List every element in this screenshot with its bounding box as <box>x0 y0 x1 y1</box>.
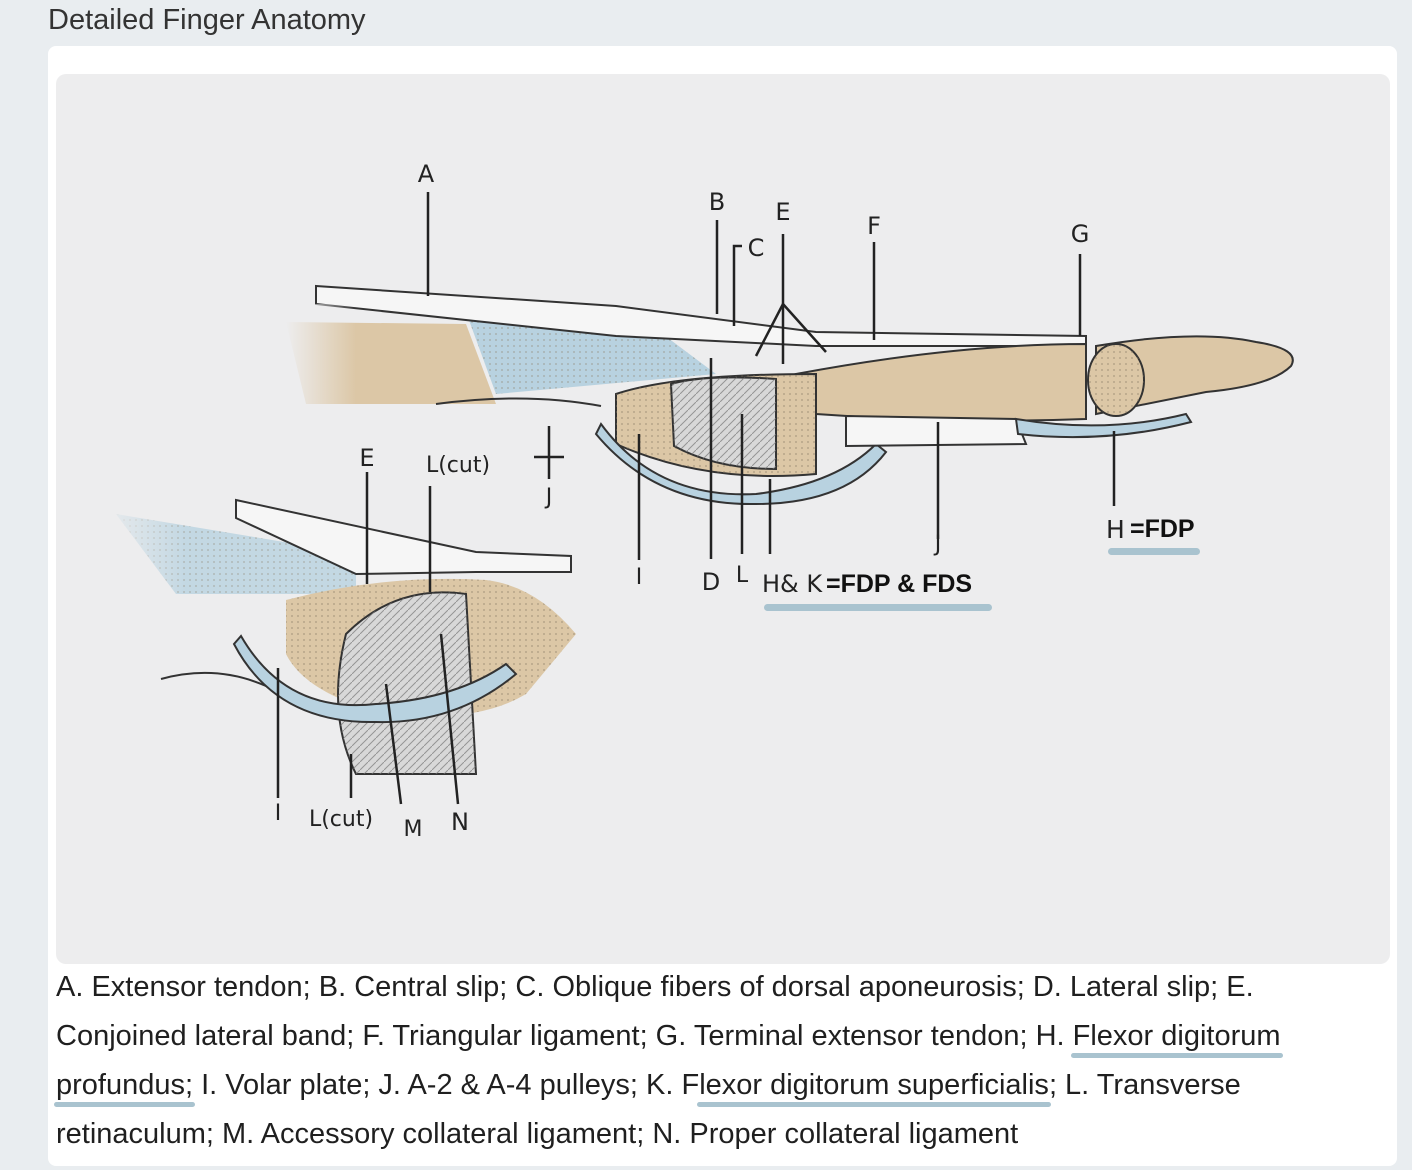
inset-extensor-band <box>235 498 572 576</box>
caption-fdp-part-b: profundus; <box>56 1069 194 1101</box>
inset-finger <box>96 498 576 775</box>
inset-label-m: M <box>404 817 423 842</box>
label-l: L <box>736 563 749 588</box>
label-a: A <box>418 160 435 188</box>
inset-label-l-cut-top: L(cut) <box>426 453 490 478</box>
inset-leader-lines <box>276 472 460 805</box>
page-title: Detailed Finger Anatomy <box>48 4 366 36</box>
inset-label-i: I <box>275 801 282 826</box>
caption-part-2: I. Volar plate; J. A-2 & A-4 pulleys; K.… <box>201 1069 700 1101</box>
label-f: F <box>867 212 881 240</box>
label-h: H <box>1106 515 1125 544</box>
main-finger <box>286 284 1294 506</box>
annotation-underline-fdp-fds <box>764 604 992 611</box>
label-g: G <box>1071 220 1090 248</box>
middle-phalanx <box>794 342 1087 422</box>
label-e: E <box>775 198 790 226</box>
finger-anatomy-diagram: A B C E F G J I D L J H& K =FDP & FDS H … <box>56 74 1390 964</box>
fdp-insertion <box>1014 412 1193 439</box>
caption-fds: lexor digitorum superficialis <box>699 1069 1049 1101</box>
inset-label-n: N <box>451 808 469 836</box>
annotation-fdp: =FDP <box>1130 515 1195 543</box>
label-d: D <box>702 568 720 596</box>
diagram-svg: A B C E F G J I D L J H& K =FDP & FDS H … <box>96 160 1294 842</box>
label-i: I <box>636 565 643 590</box>
annotation-fdp-fds: =FDP & FDS <box>826 570 972 598</box>
label-c: C <box>748 234 765 262</box>
label-j-lower: J <box>933 532 942 557</box>
inset-label-l-cut-bottom: L(cut) <box>309 807 373 832</box>
caption-part-3: ; L. Transverse retinaculum; M. Accessor… <box>56 1069 1241 1150</box>
main-leader-lines <box>426 192 1116 560</box>
flexor-sheath <box>594 422 888 506</box>
caption-fdp-part-a: Flexor digitorum <box>1072 1020 1281 1052</box>
figure-caption: A. Extensor tendon; B. Central slip; C. … <box>56 963 1356 1159</box>
label-hk: H& K <box>762 570 823 598</box>
inset-volar-plate <box>232 634 518 724</box>
inset-label-e: E <box>359 444 374 472</box>
caption-part-1: A. Extensor tendon; B. Central slip; C. … <box>56 971 1254 1052</box>
flexor-tendon-distal <box>845 414 1028 448</box>
distal-phalanx <box>1095 335 1294 416</box>
label-b: B <box>709 188 725 216</box>
label-j-upper: J <box>544 485 553 510</box>
annotation-underline-fdp <box>1108 548 1200 555</box>
